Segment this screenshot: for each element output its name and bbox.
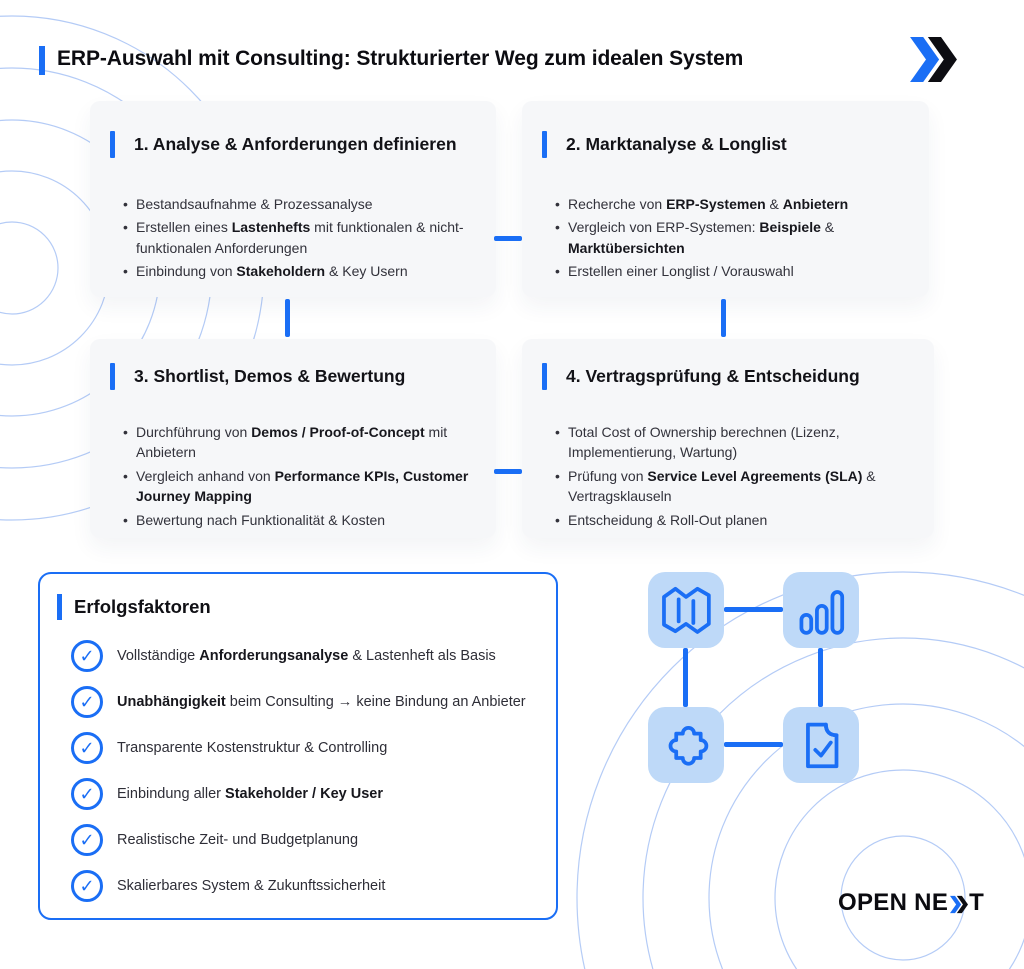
item-text: Bestandsaufnahme & Prozessanalyse bbox=[136, 196, 373, 212]
step-4-title: 4. Vertragsprüfung & Entscheidung bbox=[566, 366, 860, 386]
success-item: ✓ Skalierbares System & Zukunftssicherhei… bbox=[71, 870, 540, 902]
connector-map-puzzle bbox=[683, 648, 688, 707]
check-circle-icon: ✓ bbox=[71, 640, 103, 672]
step-card-1: 1. Analyse & Anforderungen definieren Be… bbox=[90, 101, 496, 297]
document-check-icon bbox=[806, 722, 839, 769]
success-factors-box: Erfolgsfaktoren ✓ Vollständige Anforderun… bbox=[38, 572, 558, 920]
bullet-item: Durchführung von Demos / Proof-of-Concep… bbox=[123, 422, 472, 463]
item-text: Einbindung von Stakeholdern & Key Usern bbox=[136, 263, 408, 280]
connector-puzzle-document bbox=[724, 742, 783, 747]
item-text: Recherche von ERP-Systemen & Anbietern bbox=[568, 196, 849, 212]
bullet-item: Vergleich anhand von Performance KPIs, C… bbox=[123, 466, 472, 507]
item-text: Erstellen eines Lastenhefts mit funktion… bbox=[136, 219, 464, 256]
page-title: ERP-Auswahl mit Consulting: Strukturiert… bbox=[57, 47, 744, 70]
card-accent-bar bbox=[110, 363, 115, 390]
card-accent-bar bbox=[110, 131, 115, 158]
footer-brand-left: OPEN NE bbox=[838, 889, 949, 916]
item-text: Vollständige Anforderungsanalyse & Laste… bbox=[117, 648, 496, 664]
footer-brand: OPEN NE T bbox=[838, 889, 984, 917]
connector-map-chart bbox=[724, 607, 783, 612]
step-2-title: 2. Marktanalyse & Longlist bbox=[566, 134, 787, 154]
connector-step3-step4 bbox=[494, 469, 522, 474]
bullet-item: Total Cost of Ownership berechnen (Lizen… bbox=[555, 422, 910, 463]
item-text: Vergleich anhand von Performance KPIs, C… bbox=[136, 467, 469, 505]
bullet-item: Prüfung von Service Level Agreements (SL… bbox=[555, 466, 910, 507]
icon-tile-puzzle bbox=[648, 707, 724, 783]
connector-step2-step4 bbox=[721, 299, 726, 337]
card-title-row: 1. Analyse & Anforderungen definieren bbox=[110, 131, 496, 158]
card-title-row: 4. Vertragsprüfung & Entscheidung bbox=[542, 363, 934, 390]
card-accent-bar bbox=[542, 363, 547, 390]
check-circle-icon: ✓ bbox=[71, 732, 103, 764]
title-accent-bar bbox=[39, 46, 45, 75]
item-text: Prüfung von Service Level Agreements (SL… bbox=[568, 467, 876, 505]
bullet-item: Entscheidung & Roll-Out planen bbox=[555, 510, 910, 531]
success-title: Erfolgsfaktoren bbox=[74, 596, 211, 617]
bullet-item: Vergleich von ERP-Systemen: Beispiele & … bbox=[555, 217, 905, 258]
success-title-row: Erfolgsfaktoren bbox=[57, 594, 556, 620]
bullet-item: Recherche von ERP-Systemen & Anbietern bbox=[555, 194, 905, 215]
item-text: Vergleich von ERP-Systemen: Beispiele & … bbox=[568, 219, 835, 256]
check-circle-icon: ✓ bbox=[71, 870, 103, 902]
success-list: ✓ Vollständige Anforderungsanalyse & Last… bbox=[40, 640, 556, 902]
connector-step1-step2 bbox=[494, 236, 522, 241]
check-circle-icon: ✓ bbox=[71, 686, 103, 718]
bullet-item: Bestandsaufnahme & Prozessanalyse bbox=[123, 194, 472, 215]
bullet-item: Bewertung nach Funktionalität & Kosten bbox=[123, 510, 472, 531]
success-item: ✓ Einbindung aller Stakeholder / Key User bbox=[71, 778, 540, 810]
card-title-row: 2. Marktanalyse & Longlist bbox=[542, 131, 929, 158]
success-accent-bar bbox=[57, 594, 62, 620]
check-circle-icon: ✓ bbox=[71, 778, 103, 810]
footer-brand-right: T bbox=[969, 889, 985, 916]
icon-tile-map bbox=[648, 572, 724, 648]
item-text: Einbindung aller Stakeholder / Key User bbox=[117, 786, 383, 802]
step-3-bullets: Durchführung von Demos / Proof-of-Concep… bbox=[90, 422, 496, 531]
item-text: Realistische Zeit- und Budgetplanung bbox=[117, 832, 359, 848]
step-card-4: 4. Vertragsprüfung & Entscheidung Total … bbox=[522, 339, 934, 538]
success-item: ✓ Transparente Kostenstruktur & Controlli… bbox=[71, 732, 540, 764]
step-2-bullets: Recherche von ERP-Systemen & AnbieternVe… bbox=[522, 194, 929, 282]
step-card-2: 2. Marktanalyse & Longlist Recherche von… bbox=[522, 101, 929, 297]
step-4-bullets: Total Cost of Ownership berechnen (Lizen… bbox=[522, 422, 934, 531]
map-icon bbox=[662, 586, 711, 634]
step-1-bullets: Bestandsaufnahme & ProzessanalyseErstell… bbox=[90, 194, 496, 282]
icon-tile-chart bbox=[783, 572, 859, 648]
connector-chart-document bbox=[818, 648, 823, 707]
logo-x-icon bbox=[950, 895, 969, 913]
success-item: ✓ Realistische Zeit- und Budgetplanung bbox=[71, 824, 540, 856]
icon-tile-document bbox=[783, 707, 859, 783]
success-item: ✓ Unabhängigkeit beim Consulting → keine … bbox=[71, 686, 540, 718]
card-title-row: 3. Shortlist, Demos & Bewertung bbox=[110, 363, 496, 390]
item-text: Skalierbares System & Zukunftssicherheit bbox=[117, 878, 386, 894]
bullet-item: Erstellen einer Longlist / Vorauswahl bbox=[555, 261, 905, 282]
bullet-item: Einbindung von Stakeholdern & Key Usern bbox=[123, 261, 472, 282]
bar-chart-icon bbox=[799, 590, 845, 635]
item-text: Erstellen einer Longlist / Vorauswahl bbox=[568, 263, 794, 280]
item-text: Bewertung nach Funktionalität & Kosten bbox=[136, 511, 386, 528]
connector-step1-step3 bbox=[285, 299, 290, 337]
item-text: Transparente Kostenstruktur & Controllin… bbox=[117, 740, 388, 756]
step-3-title: 3. Shortlist, Demos & Bewertung bbox=[134, 366, 406, 386]
open-next-x-logo bbox=[910, 37, 957, 82]
item-text: Unabhängigkeit beim Consulting → keine B… bbox=[117, 694, 526, 710]
item-text: Total Cost of Ownership berechnen (Lizen… bbox=[568, 424, 840, 461]
step-1-title: 1. Analyse & Anforderungen definieren bbox=[134, 134, 457, 154]
item-text: Entscheidung & Roll-Out planen bbox=[568, 511, 768, 528]
item-text: Durchführung von Demos / Proof-of-Concep… bbox=[136, 424, 448, 461]
check-circle-icon: ✓ bbox=[71, 824, 103, 856]
card-accent-bar bbox=[542, 131, 547, 158]
success-item: ✓ Vollständige Anforderungsanalyse & Last… bbox=[71, 640, 540, 672]
step-card-3: 3. Shortlist, Demos & Bewertung Durchfüh… bbox=[90, 339, 496, 538]
bullet-item: Erstellen eines Lastenhefts mit funktion… bbox=[123, 217, 472, 258]
puzzle-icon bbox=[668, 726, 709, 766]
